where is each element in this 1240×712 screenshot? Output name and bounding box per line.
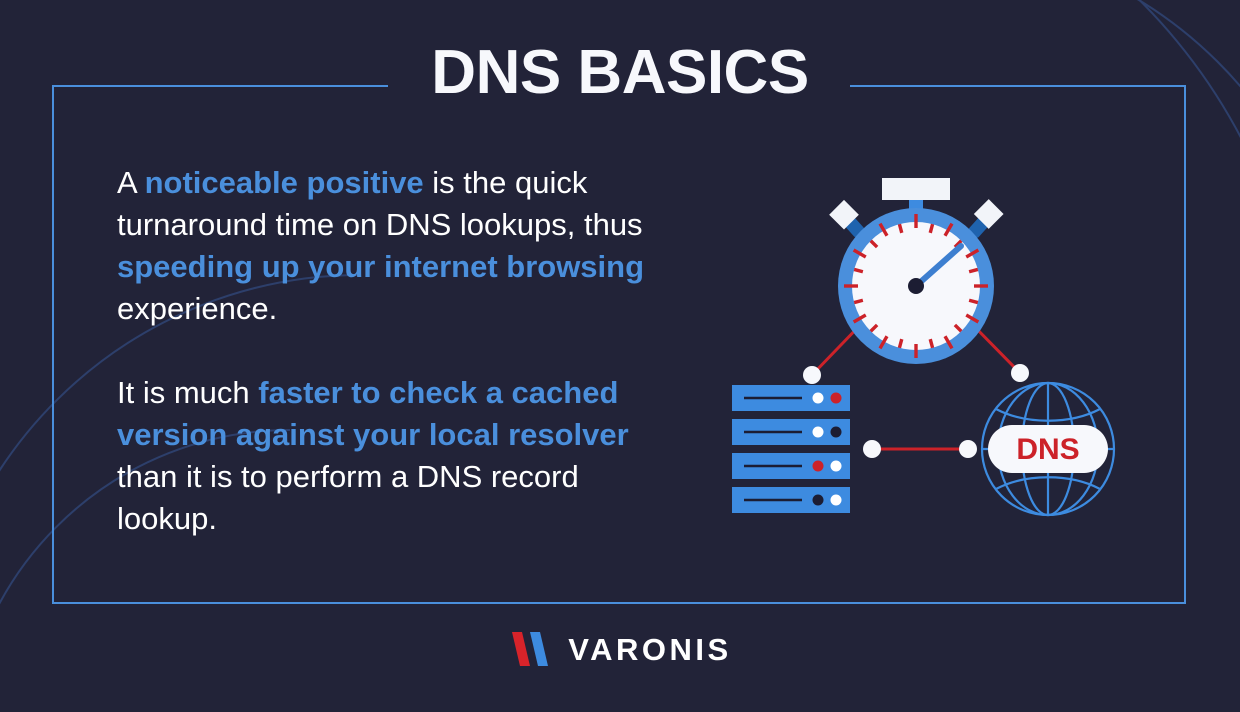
dns-illustration: DNS bbox=[732, 178, 1116, 517]
frame-border-top-left bbox=[52, 85, 388, 87]
varonis-logo: VARONIS bbox=[0, 632, 1240, 666]
server-row bbox=[732, 453, 850, 479]
frame-border-right bbox=[1184, 85, 1186, 604]
text-run: is the quick turnaround time on DNS look… bbox=[117, 165, 643, 242]
highlight-run: faster to check a cached version against… bbox=[117, 375, 629, 452]
highlight-run: speeding up your internet browsing bbox=[117, 249, 645, 284]
server-stack-icon bbox=[732, 385, 850, 513]
dns-globe-icon: DNS bbox=[980, 381, 1116, 517]
text-run: experience. bbox=[117, 291, 278, 326]
dns-label-pill bbox=[988, 425, 1108, 473]
server-row bbox=[732, 487, 850, 513]
frame-border-top-right bbox=[850, 85, 1186, 87]
page-title: DNS BASICS bbox=[431, 38, 809, 107]
varonis-logo-wordmark: VARONIS bbox=[568, 631, 732, 667]
highlight-run: noticeable positive bbox=[144, 165, 424, 200]
server-row bbox=[732, 385, 850, 411]
connector-server-to-globe bbox=[863, 440, 977, 458]
body-copy: A noticeable positive is the quick turna… bbox=[117, 162, 687, 540]
text-run: than it is to perform a DNS record looku… bbox=[117, 459, 579, 536]
text-run: It is much bbox=[117, 375, 259, 410]
varonis-logo-mark bbox=[512, 632, 549, 666]
dns-label-text: DNS bbox=[1016, 433, 1079, 466]
text-run: A bbox=[117, 165, 145, 200]
paragraph-1: A noticeable positive is the quick turna… bbox=[117, 162, 687, 330]
server-row bbox=[732, 419, 850, 445]
frame-border-bottom bbox=[52, 602, 1186, 604]
stopwatch-icon bbox=[829, 178, 1004, 364]
paragraph-2: It is much faster to check a cached vers… bbox=[117, 372, 687, 540]
frame-border-left bbox=[52, 85, 54, 604]
